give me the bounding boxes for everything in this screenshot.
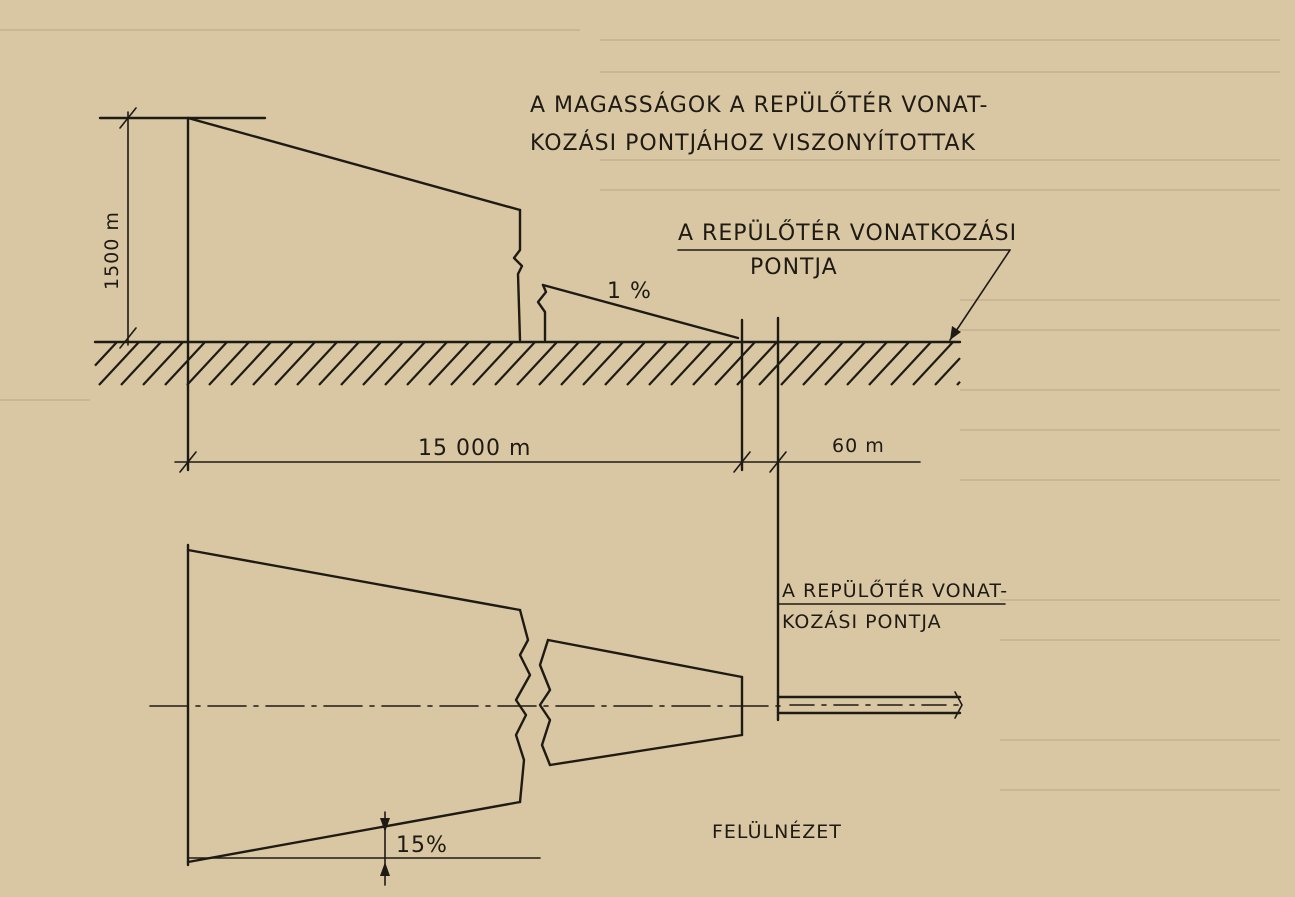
length-dim-tick-right [733, 451, 751, 473]
hatch-stroke [340, 341, 382, 386]
hatch-stroke [934, 357, 961, 386]
hatch-stroke [516, 341, 558, 386]
background-text-lines [0, 29, 1280, 791]
approach-slope-inner [541, 283, 740, 340]
hatch-stroke [164, 341, 206, 386]
height-dim-tick-bottom [119, 327, 137, 349]
offset-dim-tick [769, 451, 787, 473]
hatch-stroke [472, 341, 514, 386]
height-dimension-label: 1500 m [101, 211, 123, 290]
hatch-stroke [560, 341, 602, 386]
hatch-stroke [186, 341, 228, 386]
hatch-stroke [494, 341, 536, 386]
side-break-left [512, 208, 524, 342]
hatch-stroke [714, 341, 756, 386]
hatch-stroke [846, 341, 888, 386]
hatch-stroke [692, 341, 734, 386]
hatch-stroke [890, 341, 932, 386]
plan-reference-label-line1: A REPÜLŐTÉR VONAT- [782, 578, 1008, 602]
hatch-stroke [98, 341, 140, 386]
hatch-stroke [582, 341, 624, 386]
length-dimension-label: 15 000 m [418, 436, 531, 461]
hatch-stroke [604, 341, 646, 386]
hatch-stroke [428, 341, 470, 386]
hatch-stroke [758, 341, 800, 386]
hatch-stroke [384, 341, 426, 386]
height-dim-tick-top [119, 107, 137, 129]
plan-outer-top-edge [186, 548, 522, 612]
hatch-stroke [648, 341, 690, 386]
hatch-stroke [802, 341, 844, 386]
heights-note-line1: A MAGASSÁGOK A REPÜLŐTÉR VONAT- [530, 92, 989, 118]
divergence-label: 15% [396, 833, 448, 858]
slope-label: 1 % [607, 279, 652, 304]
plan-break-right [538, 638, 552, 767]
hatch-stroke [868, 341, 910, 386]
hatch-stroke [208, 341, 250, 386]
side-view: 1500 m 1 % A REPÜLŐTÉR VONATKOZÁSI PONTJ… [93, 107, 1017, 722]
hatch-stroke [670, 341, 712, 386]
hatch-stroke [274, 341, 316, 386]
hatch-stroke [406, 341, 448, 386]
side-reference-leader [949, 249, 1011, 341]
hatch-stroke [252, 341, 294, 386]
hatch-stroke [538, 341, 580, 386]
side-reference-label-line1: A REPÜLŐTÉR VONATKOZÁSI [678, 220, 1017, 246]
hatch-stroke [824, 341, 866, 386]
hatch-stroke [912, 341, 954, 386]
plan-inner-top-edge [546, 638, 744, 679]
length-dim-tick-left [179, 451, 197, 473]
divergence-arrow-bottom [380, 862, 390, 876]
hatch-stroke [120, 341, 162, 386]
plan-break-left [514, 608, 532, 804]
plan-outer-bottom-edge [186, 800, 522, 864]
hatch-stroke [296, 341, 338, 386]
hatch-stroke [956, 381, 961, 386]
hatch-stroke [626, 341, 668, 386]
offset-dimension-label: 60 m [832, 435, 885, 457]
approach-slope-outer [186, 116, 522, 212]
plan-view-title: FELÜLNÉZET [712, 820, 842, 843]
hatch-stroke [736, 341, 778, 386]
side-reference-arrowhead [950, 326, 961, 340]
plan-reference-label-line2: KOZÁSI PONTJA [782, 610, 942, 633]
runway-strip-break [954, 691, 963, 719]
plan-inner-bottom-edge [548, 733, 744, 767]
hatch-stroke [230, 341, 272, 386]
divergence-arrow-top [380, 818, 390, 832]
hatch-stroke [94, 341, 118, 367]
hatch-stroke [450, 341, 492, 386]
heights-note-line2: KOZÁSI PONTJÁHOZ VISZONYÍTOTTAK [530, 130, 976, 156]
length-label-bg [410, 432, 530, 460]
hatch-stroke [780, 341, 822, 386]
hatch-stroke [362, 341, 404, 386]
hatch-stroke [142, 341, 184, 386]
ground-hatching [94, 341, 961, 386]
plan-view: A REPÜLŐTÉR VONAT- KOZÁSI PONTJA 15% FEL… [149, 543, 1008, 886]
side-break-right [536, 283, 548, 342]
side-reference-label-line2: PONTJA [750, 255, 838, 280]
hatch-stroke [318, 341, 360, 386]
